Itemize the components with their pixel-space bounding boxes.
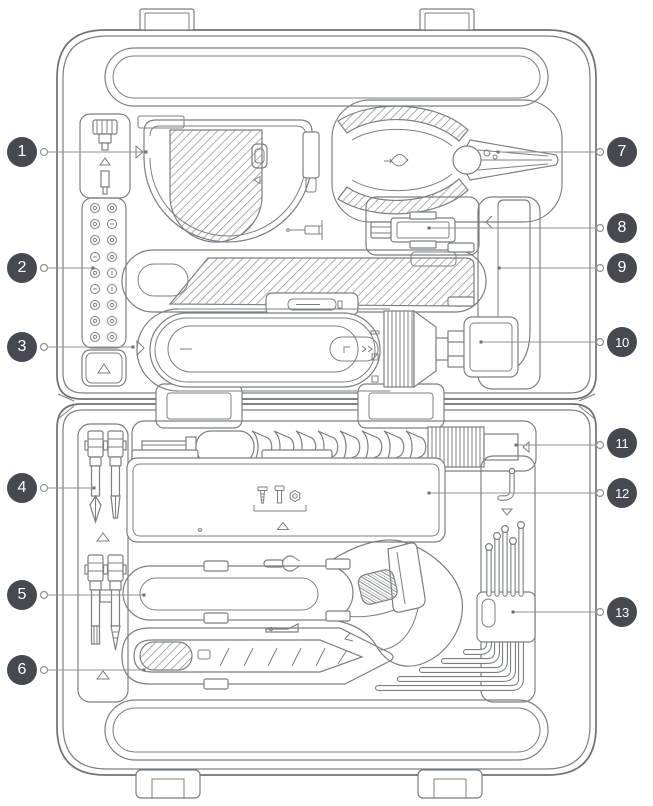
double-ended-bits-tray <box>77 423 129 703</box>
accessory-parts-box <box>126 449 446 543</box>
screwdriver-bit-set <box>81 197 127 387</box>
file <box>121 242 487 313</box>
case-bottom-shell <box>56 403 597 799</box>
callout-badge-hex-key-set: 13 <box>607 597 637 627</box>
case-latches <box>57 383 596 429</box>
callout-badge-tape-measure: 1 <box>7 137 37 167</box>
slot-bridge-tabs <box>203 558 351 690</box>
callout-badge-parts-box: 12 <box>607 478 637 508</box>
callout-leaders <box>39 147 605 675</box>
hex-key-set <box>375 455 536 703</box>
callout-badge-adapter-block: 10 <box>607 327 637 357</box>
screws-icon <box>253 485 307 512</box>
screwdriver-icon <box>286 220 323 240</box>
callout-badge-extension-rod: 8 <box>607 213 637 243</box>
double-ended-bits <box>84 430 127 524</box>
case-top-shell <box>56 8 597 400</box>
bit-holder-icon <box>265 292 359 316</box>
hex-key-icon <box>497 467 516 516</box>
bit-adapter-tray <box>79 113 131 199</box>
callout-badge-flexible-shaft: 11 <box>607 428 637 458</box>
driver-adapter-block <box>447 316 519 378</box>
callout-badge-pliers: 7 <box>607 137 637 167</box>
tape-measure <box>135 115 320 243</box>
callout-badge-electric-screwdriver: 3 <box>7 332 37 362</box>
pliers-icon <box>384 154 409 167</box>
needle-nose-pliers <box>331 99 563 223</box>
callout-badge-utility-knife: 6 <box>7 655 37 685</box>
callout-badge-adjustable-wrench: 5 <box>7 580 37 610</box>
bit-extension-rod <box>365 196 480 267</box>
clip-icon <box>251 143 268 185</box>
adjustable-wrench <box>122 539 463 667</box>
electric-screwdriver <box>136 308 519 392</box>
callout-badge-double-ended-bits: 4 <box>7 473 37 503</box>
utility-knife <box>121 627 394 685</box>
wrench-icon <box>263 555 302 572</box>
callout-badge-l-shaped-tool: 9 <box>607 253 637 283</box>
long-bits <box>84 554 127 651</box>
callout-badge-bit-set: 2 <box>7 253 37 283</box>
